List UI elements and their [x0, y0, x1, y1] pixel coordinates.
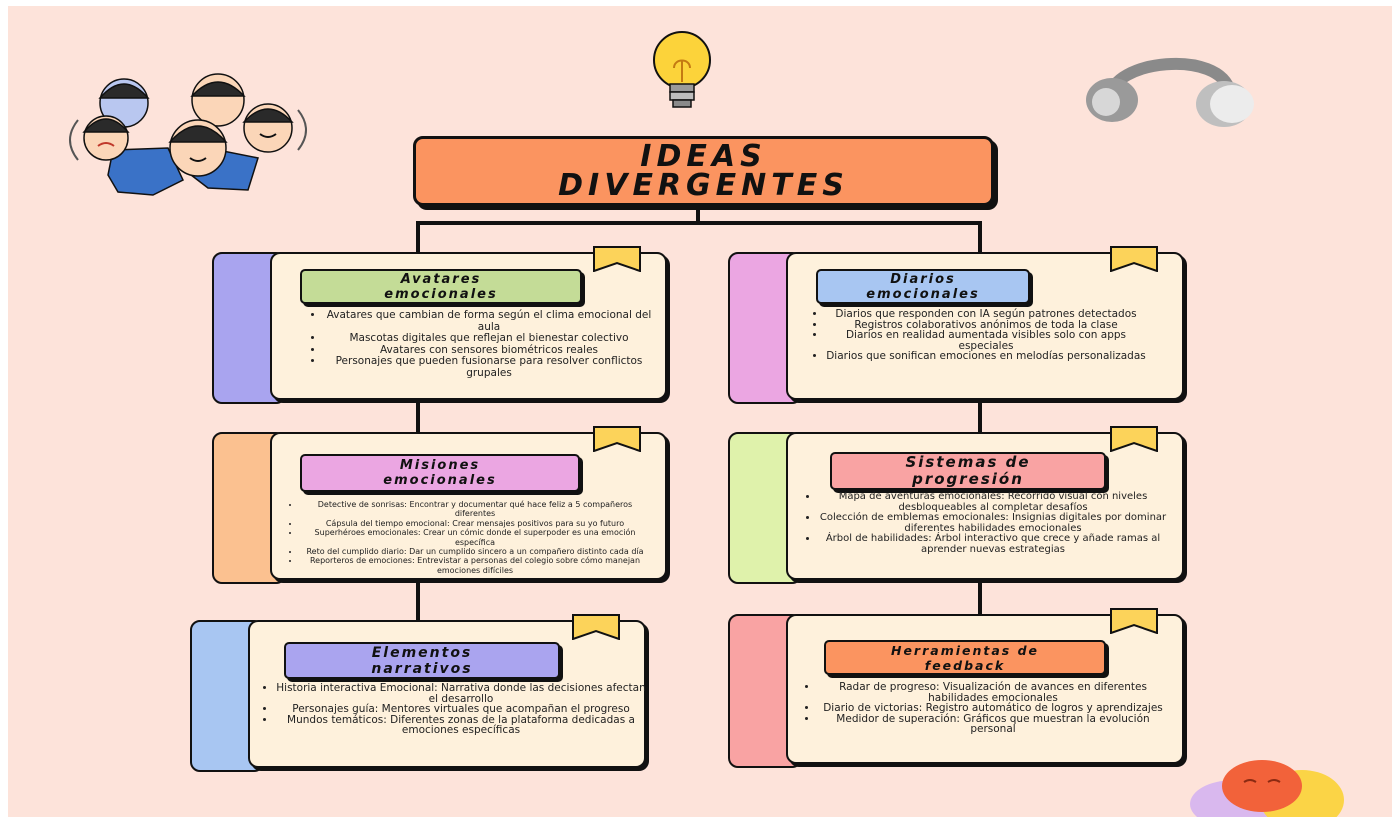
bookmark-icon: [572, 614, 620, 640]
list-item: Registros colaborativos anónimos de toda…: [826, 319, 1146, 331]
card-title-line-2: emocionales: [384, 286, 498, 302]
list-item: Diarios que sonifican emociones en melod…: [826, 351, 1146, 362]
connector-left-2-3: [416, 580, 420, 622]
emoji-blobs-icon: [1190, 760, 1344, 817]
card-title-label: Herramientas de feedback: [824, 640, 1106, 675]
card-sistemas-de-progresion: Sistemas de progresión Mapa de aventuras…: [728, 426, 1184, 584]
list-item: Diarios en realidad aumentada visibles s…: [826, 330, 1146, 351]
connector-right-1-2: [978, 400, 982, 434]
card-title-line-1: Diarios: [890, 271, 956, 287]
card-title-line-2: emocionales: [866, 286, 980, 302]
card-avatares-emocionales: Avatares emocionales Avatares que cambia…: [212, 246, 667, 404]
list-item: Mapa de aventuras emocionales: Recorrido…: [818, 491, 1168, 513]
list-item: Radar de progreso: Visualización de avan…: [818, 682, 1168, 703]
list-item: Árbol de habilidades: Árbol interactivo …: [818, 534, 1168, 555]
card-title-line-2: feedback: [924, 657, 1006, 673]
connector-left-1-2: [416, 400, 420, 434]
connector-right-2-3: [978, 580, 982, 618]
card-title-label: Sistemas de progresión: [830, 452, 1106, 490]
connector-horizontal: [416, 221, 982, 225]
card-misiones-emocionales: Misiones emocionales Detective de sonris…: [212, 426, 667, 584]
list-item: Avatares con sensores biométricos reales: [324, 344, 654, 357]
list-item: Mascotas digitales que reflejan el biene…: [324, 332, 654, 345]
card-body: [786, 252, 1184, 400]
card-title-label: Elementos narrativos: [284, 642, 560, 679]
bookmark-icon: [1110, 426, 1158, 452]
card-title-line-1: Herramientas de: [890, 642, 1040, 658]
card-title-line-1: Misiones: [399, 458, 481, 473]
main-title-box: IDEAS DIVERGENTES: [413, 136, 994, 206]
card-item-list: Avatares que cambian de forma según el c…: [308, 309, 654, 379]
card-title-line-2: progresión: [912, 470, 1024, 488]
emotional-faces-group-icon: [69, 73, 307, 196]
list-item: Diarios que responden con IA según patro…: [826, 309, 1146, 320]
list-item: Reporteros de emociones: Entrevistar a p…: [300, 556, 650, 575]
card-title-line-1: Avatares: [400, 271, 482, 287]
list-item: Cápsula del tiempo emocional: Crear mens…: [300, 519, 650, 528]
bookmark-icon: [1110, 246, 1158, 272]
list-item: Mundos temáticos: Diferentes zonas de la…: [276, 714, 646, 736]
card-title-line-2: narrativos: [371, 660, 473, 677]
list-item: Superhéroes emocionales: Crear un cómic …: [300, 528, 650, 547]
card-herramientas-de-feedback: Herramientas de feedback Radar de progre…: [728, 608, 1184, 768]
card-item-list: Diarios que responden con IA según patro…: [810, 309, 1146, 362]
list-item: Diario de victorias: Registro automático…: [818, 703, 1168, 714]
card-item-list: Historia interactiva Emocional: Narrativ…: [260, 683, 646, 736]
card-title-line-1: Sistemas de: [905, 453, 1031, 471]
list-item: Detective de sonrisas: Encontrar y docum…: [300, 500, 650, 519]
card-title-label: Diarios emocionales: [816, 269, 1030, 304]
lightbulb-icon: [653, 31, 711, 108]
bookmark-icon: [593, 426, 641, 452]
list-item: Personajes que pueden fusionarse para re…: [324, 355, 654, 379]
title-line-2: DIVERGENTES: [558, 168, 849, 203]
list-item: Personajes guía: Mentores virtuales que …: [276, 704, 646, 715]
card-item-list: Radar de progreso: Visualización de avan…: [802, 682, 1168, 735]
card-item-list: Detective de sonrisas: Encontrar y docum…: [284, 500, 650, 575]
list-item: Historia interactiva Emocional: Narrativ…: [276, 683, 646, 704]
list-item: Reto del cumplido diario: Dar un cumplid…: [300, 547, 650, 556]
card-diarios-emocionales: Diarios emocionales Diarios que responde…: [728, 246, 1184, 404]
list-item: Medidor de superación: Gráficos que mues…: [818, 713, 1168, 735]
headphones-icon: [1086, 57, 1254, 127]
card-elementos-narrativos: Elementos narrativos Historia interactiv…: [190, 614, 646, 772]
card-title-label: Misiones emocionales: [300, 454, 580, 492]
card-title-line-2: emocionales: [383, 473, 497, 488]
connector-title-down: [696, 200, 700, 224]
title-line-1: IDEAS: [640, 139, 767, 174]
connector-left-down: [416, 221, 420, 253]
connector-right-down: [978, 221, 982, 253]
bookmark-icon: [1110, 608, 1158, 634]
card-body: [786, 614, 1184, 764]
card-title-line-1: Elementos: [371, 644, 473, 661]
list-item: Colección de emblemas emocionales: Insig…: [818, 512, 1168, 534]
list-item: Avatares que cambian de forma según el c…: [324, 309, 654, 333]
card-title-label: Avatares emocionales: [300, 269, 582, 304]
card-item-list: Mapa de aventuras emocionales: Recorrido…: [802, 491, 1168, 556]
bookmark-icon: [593, 246, 641, 272]
